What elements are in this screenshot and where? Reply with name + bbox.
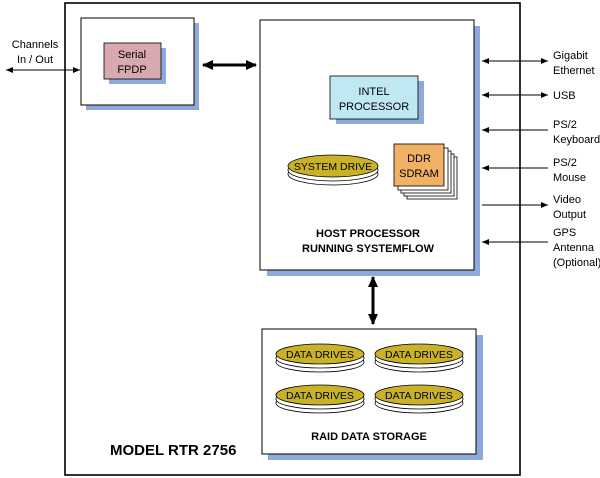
serial-label-line2: FPDP [117, 64, 146, 76]
raid-storage-block: DATA DRIVES DATA DRIVES DATA DRIVES DATA… [261, 328, 483, 460]
host-label-line1: HOST PROCESSOR [316, 228, 420, 240]
host-processor-block: INTEL PROCESSOR SYSTEM DRIVE DDR SDRAM H… [259, 19, 480, 276]
video-label-line1: Video [553, 194, 581, 206]
raid-label: RAID DATA STORAGE [311, 431, 427, 443]
intel-label-line2: PROCESSOR [339, 101, 409, 113]
ddr-sdram-stack: DDR SDRAM [393, 143, 458, 200]
system-drive-disk: SYSTEM DRIVE [287, 154, 379, 186]
gigabit-label-line2: Ethernet [553, 65, 595, 77]
system-drive-label: SYSTEM DRIVE [294, 161, 372, 173]
data-drive-4-label: DATA DRIVES [385, 390, 453, 402]
data-drive-3-label: DATA DRIVES [286, 390, 354, 402]
sdram-label-line1: DDR [407, 153, 431, 165]
host-label-line2: RUNNING SYSTEMFLOW [302, 243, 435, 255]
gigabit-label-line1: Gigabit [553, 50, 588, 62]
keyboard-label-line1: PS/2 [553, 119, 577, 131]
data-drive-2: DATA DRIVES [374, 343, 464, 373]
data-drive-4: DATA DRIVES [374, 384, 464, 414]
serial-fpdp-block: Serial FPDP [80, 17, 199, 110]
keyboard-label-line2: Keyboard [553, 134, 600, 146]
mouse-label-line2: Mouse [553, 172, 586, 184]
gps-label-line3: (Optional) [553, 257, 600, 269]
gps-label-line1: GPS [553, 227, 576, 239]
usb-label: USB [553, 90, 576, 102]
gps-label-line2: Antenna [553, 242, 595, 254]
sdram-label-line2: SDRAM [399, 168, 439, 180]
channels-label-line2: In / Out [17, 54, 53, 66]
channels-label-line1: Channels [12, 39, 59, 51]
data-drive-3: DATA DRIVES [275, 384, 365, 414]
data-drive-1-label: DATA DRIVES [286, 349, 354, 361]
video-label-line2: Output [553, 209, 586, 221]
mouse-label-line1: PS/2 [553, 157, 577, 169]
model-title: MODEL RTR 2756 [110, 442, 236, 459]
serial-label-line1: Serial [118, 49, 146, 61]
data-drive-2-label: DATA DRIVES [385, 349, 453, 361]
serial-fpdp-chip [103, 42, 162, 80]
ddr-sdram-chip [393, 143, 445, 187]
data-drive-1: DATA DRIVES [275, 343, 365, 373]
intel-label-line1: INTEL [358, 86, 389, 98]
intel-processor-chip [329, 75, 419, 120]
